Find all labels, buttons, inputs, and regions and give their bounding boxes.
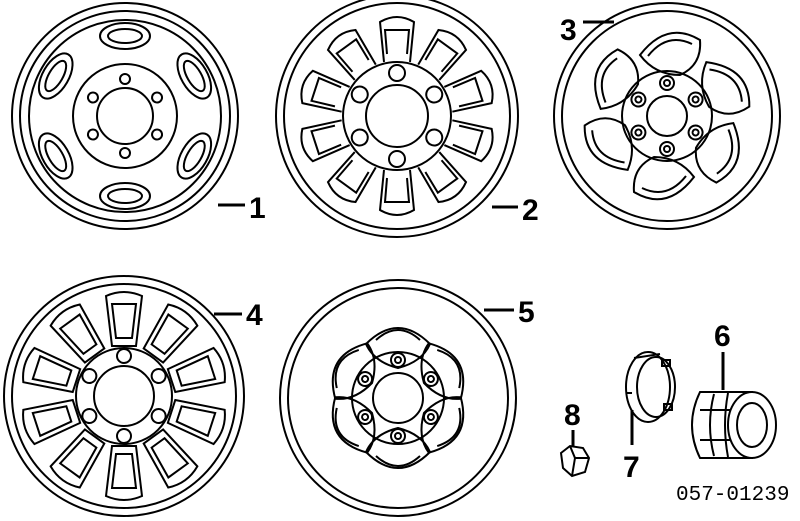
wheel-5-illustration (279, 279, 517, 517)
wheel-2-illustration (275, 0, 519, 238)
diagram-part-number: 057-01239 (676, 484, 789, 507)
wheel-4-illustration (3, 275, 245, 517)
callout-7: 7 (623, 451, 640, 484)
callout-5: 5 (518, 296, 535, 329)
callout-2: 2 (522, 194, 539, 227)
callout-1: 1 (249, 192, 266, 225)
callout-8: 8 (564, 399, 581, 432)
wheel-3-illustration (553, 2, 781, 230)
callout-6: 6 (714, 320, 731, 353)
retainer-ring-illustration (625, 351, 676, 423)
wheel-1-illustration (11, 2, 239, 230)
lug-nut-illustration (559, 444, 591, 478)
center-cap-illustration (691, 391, 777, 459)
callout-3: 3 (560, 14, 577, 47)
callout-4: 4 (246, 299, 263, 332)
